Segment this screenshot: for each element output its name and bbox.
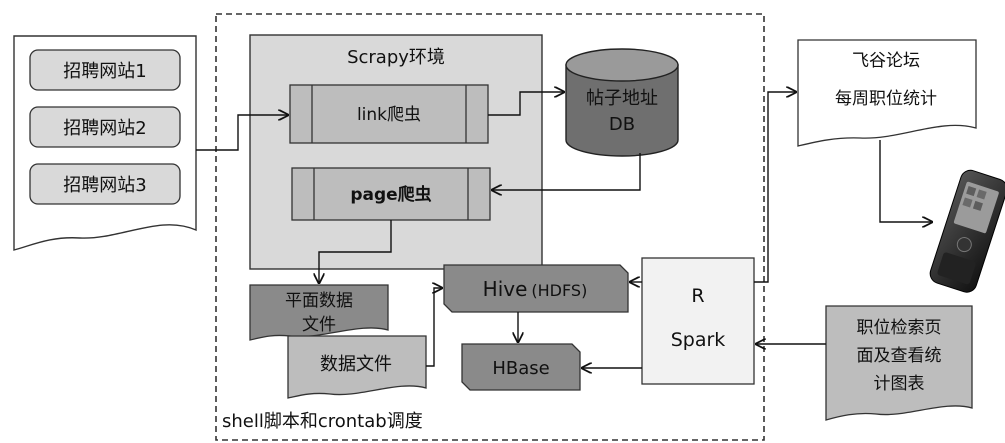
- database-cylinder-icon: [565, 48, 679, 157]
- edge-sources-to-link-spider: [196, 115, 288, 151]
- hive-sub: (HDFS): [531, 281, 587, 300]
- scheduler-boundary: [215, 13, 765, 441]
- r-spark-line2: Spark: [671, 329, 726, 351]
- search-page-line2: 面及查看统: [857, 346, 942, 366]
- edge-page-spider-to-flat-file: [319, 220, 392, 283]
- hbase-label: HBase: [492, 358, 549, 379]
- hive-main: Hive: [483, 277, 528, 301]
- edge-data-file-to-hive: [426, 288, 442, 367]
- flat-data-file-line2: 文件: [302, 315, 336, 335]
- source-site-2: [29, 106, 181, 148]
- hbase-store: [461, 343, 581, 391]
- link-spider-box: [289, 84, 489, 144]
- scrapy-environment: [249, 34, 543, 270]
- r-spark-box: [641, 257, 755, 385]
- page-spider-box: [291, 167, 491, 221]
- db-label-line1: 帖子地址: [586, 88, 658, 109]
- hive-store: [443, 264, 629, 313]
- link-spider-label: link爬虫: [357, 105, 421, 125]
- edge-link-spider-to-db: [488, 92, 564, 116]
- db-label-line2: DB: [609, 114, 635, 135]
- edge-rspark-to-forum: [754, 92, 796, 283]
- forum-line1: 飞谷论坛: [852, 51, 920, 71]
- flat-data-file-line1: 平面数据: [285, 291, 353, 311]
- page-spider-label: page爬虫: [350, 184, 431, 205]
- scrapy-title: Scrapy环境: [347, 47, 445, 68]
- mobile-phone-icon: [929, 169, 1005, 293]
- scheduler-label: shell脚本和crontab调度: [222, 411, 423, 432]
- search-page-document: [825, 305, 973, 421]
- forum-document: [797, 39, 977, 147]
- source-site-2-label: 招聘网站2: [63, 118, 146, 139]
- data-file: [287, 335, 427, 399]
- data-file-label: 数据文件: [320, 354, 392, 375]
- search-page-line3: 计图表: [874, 374, 925, 394]
- edge-db-to-page-spider: [492, 153, 641, 190]
- source-site-3: [29, 163, 181, 205]
- hive-label: Hive(HDFS): [483, 277, 588, 301]
- r-spark-line1: R: [691, 285, 704, 307]
- edge-forum-to-phone: [879, 140, 932, 222]
- search-page-line1: 职位检索页: [857, 318, 942, 338]
- source-site-3-label: 招聘网站3: [63, 175, 146, 196]
- forum-line2: 每周职位统计: [835, 89, 937, 109]
- source-site-1-label: 招聘网站1: [63, 61, 146, 82]
- source-site-1: [29, 49, 181, 91]
